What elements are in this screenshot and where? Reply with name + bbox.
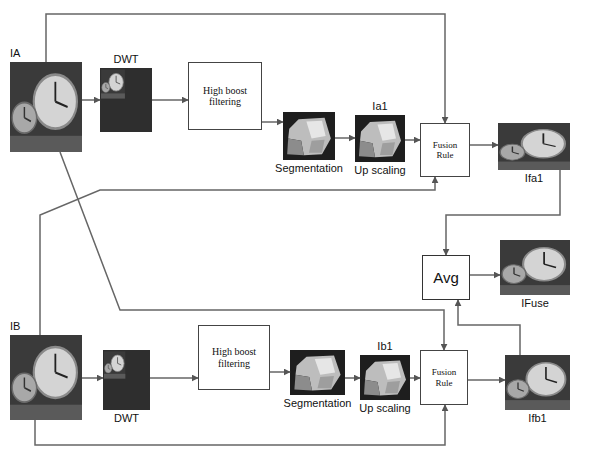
image-label: Ifa1 xyxy=(525,172,543,185)
flow-arrow xyxy=(152,99,188,101)
source-image xyxy=(10,335,82,420)
source-image xyxy=(10,62,82,152)
image-node: Ia1Up scaling xyxy=(355,115,405,162)
image-node: Ifa1 xyxy=(498,123,570,170)
flow-arrow xyxy=(335,137,355,139)
flow-arrow xyxy=(82,99,100,101)
fused-image xyxy=(498,123,570,170)
flow-arrow xyxy=(470,144,498,146)
process-box: Avg xyxy=(422,255,470,300)
image-label: Up scaling xyxy=(354,164,405,177)
dwt-image xyxy=(103,350,150,410)
image-label: DWT xyxy=(113,53,138,66)
flow-arrow xyxy=(468,379,505,381)
flow-arrow xyxy=(410,377,420,379)
flow-arrow xyxy=(150,377,198,379)
upscaled-image xyxy=(355,115,405,162)
image-label: IFuse xyxy=(521,297,549,310)
flow-arrow xyxy=(82,377,103,379)
image-node: Ifb1 xyxy=(505,355,570,410)
final-image xyxy=(500,240,570,295)
flow-arrow xyxy=(262,121,283,123)
segmented-image xyxy=(283,112,335,160)
flow-arrow xyxy=(470,274,500,276)
image-label: Segmentation xyxy=(275,162,343,175)
image-label: IA xyxy=(10,47,20,60)
image-label: Up scaling xyxy=(359,402,410,415)
box-label: Fusion Rule xyxy=(424,140,466,161)
image-label: Ia1 xyxy=(372,100,387,113)
process-box: High boost filtering xyxy=(188,62,262,130)
box-label: High boost filtering xyxy=(192,85,258,108)
box-label: Fusion Rule xyxy=(424,367,464,388)
image-label: Ib1 xyxy=(377,340,392,353)
image-label: Ifb1 xyxy=(528,412,546,425)
image-node: IFuse xyxy=(500,240,570,295)
dwt-image xyxy=(100,68,152,132)
segmented-image xyxy=(290,350,345,395)
process-box: High boost filtering xyxy=(198,325,270,390)
box-label: Avg xyxy=(433,269,459,286)
flow-arrow xyxy=(458,300,520,355)
image-label: DWT xyxy=(114,412,139,425)
image-node: DWT xyxy=(103,350,150,410)
process-box: Fusion Rule xyxy=(420,350,468,405)
image-label: IB xyxy=(10,320,20,333)
image-label: Segmentation xyxy=(284,397,352,410)
fused-image xyxy=(505,355,570,410)
flow-arrow xyxy=(345,377,360,379)
image-node: IA xyxy=(10,62,82,152)
process-box: Fusion Rule xyxy=(420,123,470,177)
box-label: High boost filtering xyxy=(202,346,266,369)
flow-arrow xyxy=(405,139,420,141)
image-node: Segmentation xyxy=(283,112,335,160)
upscaled-image xyxy=(360,355,410,400)
flow-arrow xyxy=(60,152,444,350)
image-node: Segmentation xyxy=(290,350,345,395)
image-node: Ib1Up scaling xyxy=(360,355,410,400)
image-node: DWT xyxy=(100,68,152,132)
image-node: IB xyxy=(10,335,82,420)
flow-arrow xyxy=(270,371,290,373)
flow-arrow xyxy=(446,170,560,255)
